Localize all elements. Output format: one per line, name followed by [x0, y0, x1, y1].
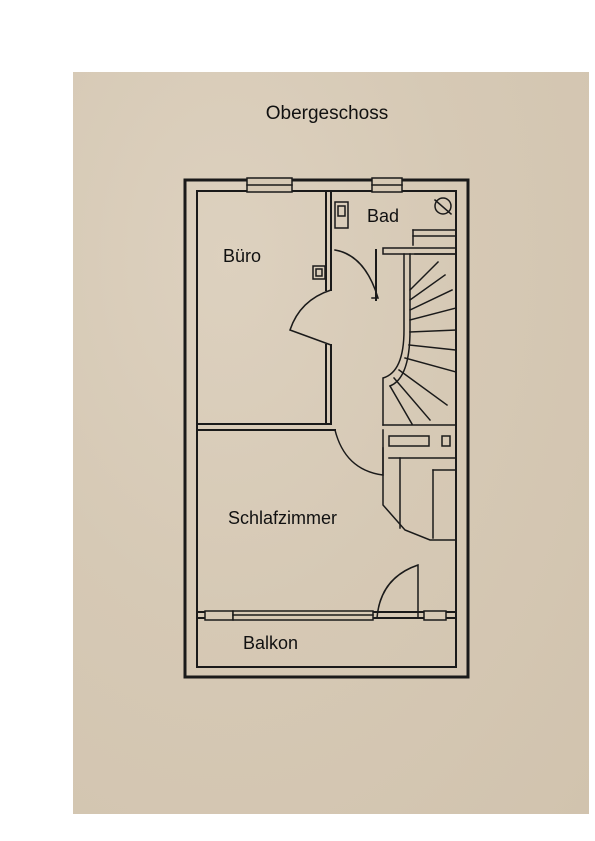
wall-office-south [196, 423, 336, 431]
bedroom-door-swing [334, 429, 384, 476]
bath-fixture-sink [433, 197, 453, 216]
room-label-balcony: Balkon [243, 633, 299, 653]
room-label-bath: Bad [367, 206, 400, 226]
wall-office-east [325, 190, 332, 425]
balcony-door-swing [376, 563, 419, 619]
bath-fixture-toilet [312, 265, 326, 280]
bath-fixture-shower [334, 201, 349, 229]
exterior-wall-outer [183, 178, 470, 679]
bath-door-swing [334, 249, 380, 299]
room-label-office: Büro [223, 246, 262, 266]
room-label-bedroom: Schlafzimmer [228, 508, 338, 528]
office-door-swing [289, 289, 332, 346]
balcony-window [204, 610, 374, 621]
window-top-right [371, 177, 403, 193]
window-top-left [246, 177, 293, 193]
floor-title: Obergeschoss [265, 103, 389, 124]
staircase [382, 247, 457, 561]
balcony-door-frame [423, 610, 447, 621]
bath-partition [412, 229, 457, 246]
